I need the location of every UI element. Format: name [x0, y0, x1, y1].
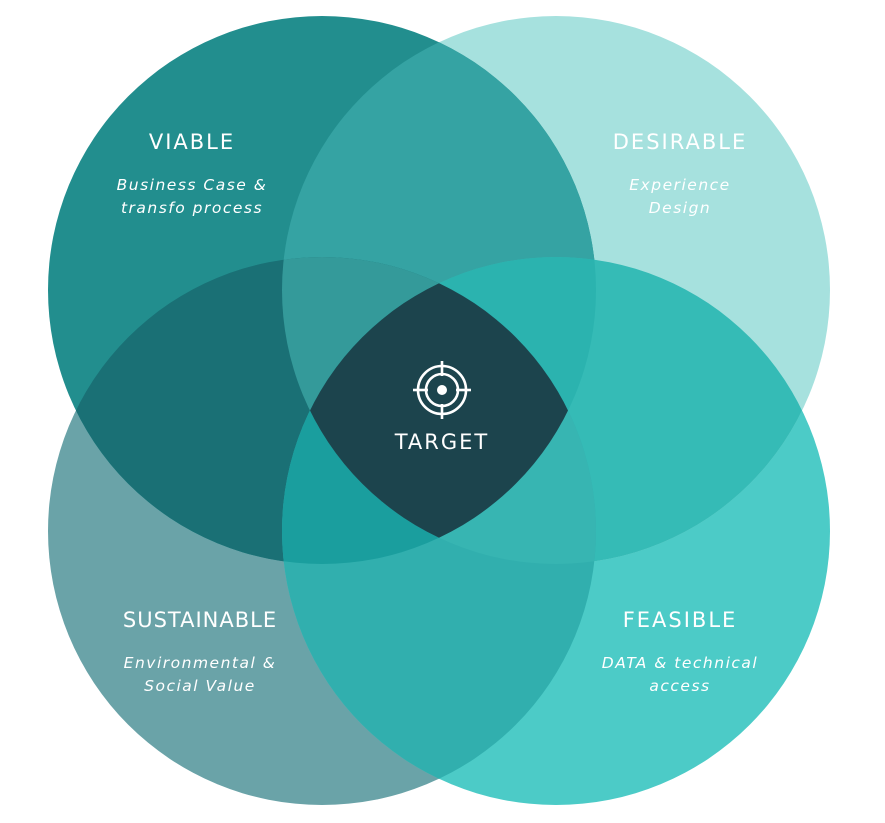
target-label: TARGET: [342, 430, 542, 454]
desirable-title: DESIRABLE: [612, 130, 748, 154]
desirable-description-line-1: Experience: [629, 176, 731, 194]
viable-description-line-1: Business Case &: [116, 176, 268, 194]
target-title: TARGET: [394, 430, 490, 454]
viable-description: Business Case & transfo process: [92, 174, 292, 220]
sustainable-description-line-1: Environmental &: [123, 654, 277, 672]
sustainable-description-line-2: Social Value: [144, 677, 256, 695]
sustainable-description: Environmental & Social Value: [90, 652, 310, 698]
sustainable-label: SUSTAINABLE Environmental & Social Value: [90, 608, 310, 698]
sustainable-title: SUSTAINABLE: [122, 608, 278, 632]
feasible-label: FEASIBLE DATA & technical access: [570, 608, 790, 698]
desirable-description: Experience Design: [570, 174, 790, 220]
viable-description-line-2: transfo process: [120, 199, 264, 217]
desirable-description-line-2: Design: [648, 199, 712, 217]
feasible-title: FEASIBLE: [622, 608, 738, 632]
feasible-description-line-1: DATA & technical: [601, 654, 759, 672]
target-icon: [413, 361, 471, 419]
viable-title: VIABLE: [148, 130, 236, 154]
desirable-label: DESIRABLE Experience Design: [570, 130, 790, 220]
feasible-description: DATA & technical access: [570, 652, 790, 698]
feasible-description-line-2: access: [649, 677, 711, 695]
viable-label: VIABLE Business Case & transfo process: [92, 130, 292, 220]
